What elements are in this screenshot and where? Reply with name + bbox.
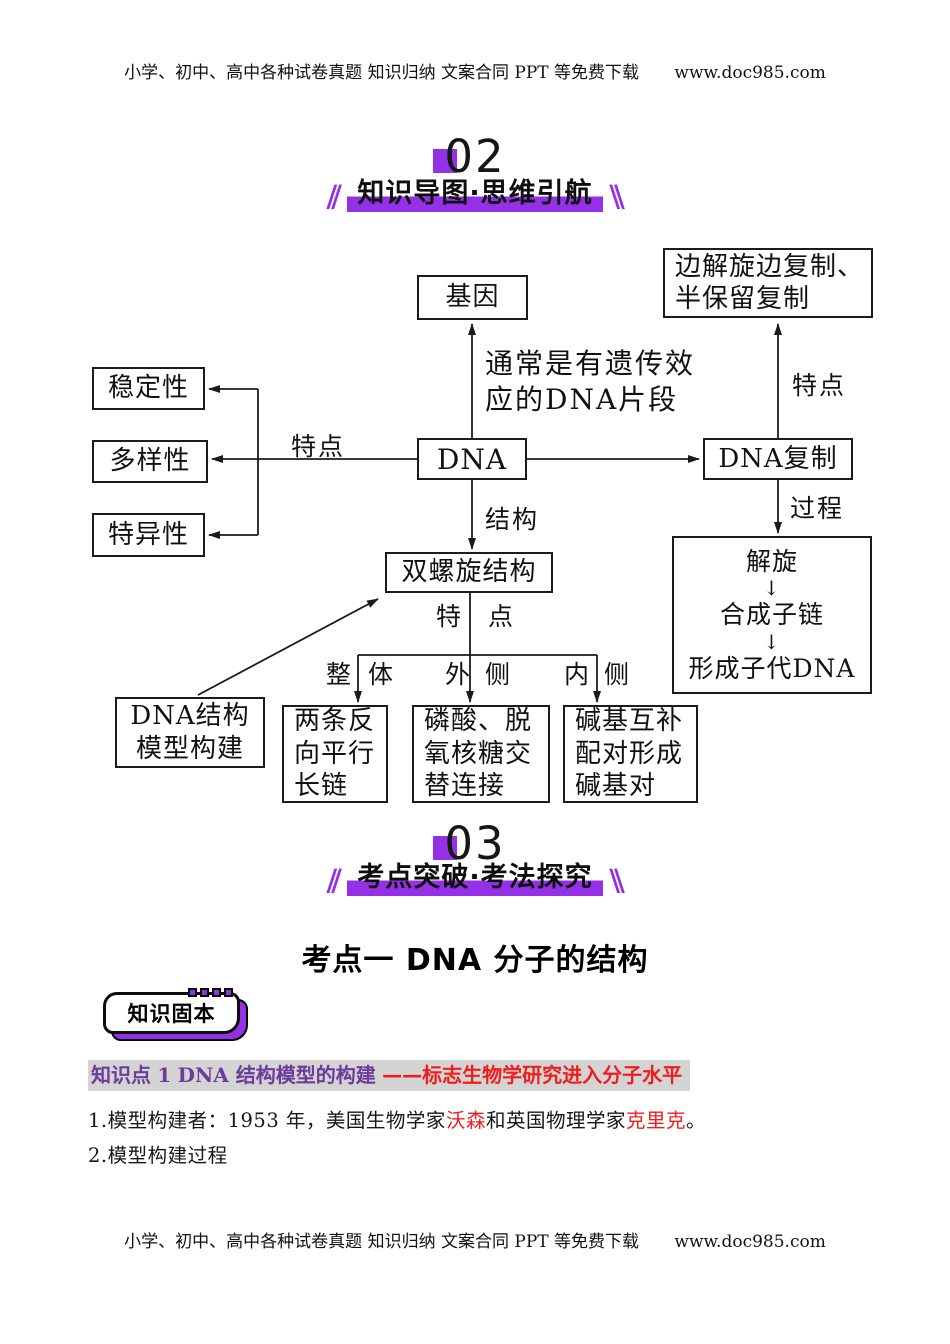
node-gene: 基因 <box>417 275 528 320</box>
process-step-synthesize: 合成子链 <box>719 600 824 630</box>
label-feature-left: 特点 <box>291 432 346 461</box>
label-gene-note: 通常是有遗传效 应的DNA片段 <box>485 347 696 417</box>
node-replication-process: 解旋 ↓ 合成子链 ↓ 形成子代DNA <box>672 536 872 694</box>
connector-lines <box>197 323 782 703</box>
label-process: 过程 <box>790 494 845 523</box>
kp-subtitle: ——标志生物学研究进入分子水平 <box>382 1063 683 1087</box>
down-arrow-icon: ↓ <box>763 576 781 601</box>
badge-label: 知识固本 <box>103 992 240 1034</box>
footer-text: 小学、初中、高中各种试卷真题 知识归纳 文案合同 PPT 等免费下载 <box>124 1232 640 1252</box>
section-title-text: 知识导图·思维引航 <box>347 178 603 212</box>
paragraph-model-process: 2.模型构建过程 <box>88 1144 228 1167</box>
node-antiparallel-chains: 两条反 向平行 长链 <box>282 705 388 803</box>
node-semiconservative: 边解旋边复制、 半保留复制 <box>663 248 873 318</box>
section-02-title: ∥ 知识导图·思维引航 ∥ <box>0 178 950 212</box>
label-feature-right: 特点 <box>792 371 847 400</box>
kp-number: 1 <box>157 1063 172 1087</box>
header-text: 小学、初中、高中各种试卷真题 知识归纳 文案合同 PPT 等免费下载 <box>124 63 640 83</box>
number-accent-square <box>433 149 458 173</box>
text-run-watson: 沃森 <box>445 1109 486 1132</box>
label-char: 外 <box>445 660 471 689</box>
text-run-crick: 克里克 <box>625 1109 686 1132</box>
text-run: 和英国物理学家 <box>485 1109 626 1132</box>
down-arrow-icon: ↓ <box>763 629 781 654</box>
label-char: 侧 <box>604 660 630 689</box>
section-03-number: 03 <box>0 821 950 866</box>
exam-point-title: 考点一 DNA 分子的结构 <box>301 943 649 978</box>
section-number-text: 03 <box>444 817 506 870</box>
text-run: 。 <box>685 1109 706 1132</box>
kp-title: 结构模型的构建 <box>235 1063 376 1087</box>
square-icon <box>188 988 197 997</box>
number-accent-square <box>433 836 458 860</box>
label-outer-side: 外 侧 <box>445 662 510 687</box>
label-char: 侧 <box>485 660 511 689</box>
page-header: 小学、初中、高中各种试卷真题 知识归纳 文案合同 PPT 等免费下载 www.d… <box>0 58 950 83</box>
knowledge-badge: 知识固本 <box>103 988 263 1048</box>
node-base-pairing: 碱基互补 配对形成 碱基对 <box>563 705 698 803</box>
section-02-number: 02 <box>0 134 950 179</box>
node-double-helix: 双螺旋结构 <box>385 552 553 593</box>
node-specificity: 特异性 <box>92 513 205 557</box>
text-run: 1.模型构建者：1953 年，美国生物学家 <box>88 1109 446 1132</box>
process-step-unwind: 解旋 <box>745 547 798 577</box>
label-feature-bottom: 特 点 <box>436 604 513 629</box>
label-char: 内 <box>564 660 590 689</box>
footer-url-link[interactable]: www.doc985.com <box>674 1232 826 1252</box>
badge-squares-icon <box>188 988 233 997</box>
section-title-text: 考点突破·考法探究 <box>347 862 603 896</box>
section-number-text: 02 <box>444 130 506 183</box>
paragraph-model-builders: 1.模型构建者：1953 年，美国生物学家沃森和英国物理学家克里克。 <box>88 1104 706 1133</box>
label-whole: 整 体 <box>326 662 393 687</box>
number-wrap: 02 <box>433 134 505 179</box>
kp-prefix: 知识点 <box>91 1063 151 1087</box>
label-char: 整 <box>326 660 352 689</box>
node-dna: DNA <box>417 438 527 480</box>
slash-mark-icon: ∥ <box>323 181 345 210</box>
section-03-title: ∥ 考点突破·考法探究 ∥ <box>0 862 950 896</box>
knowledge-point-heading: 知识点 1 DNA 结构模型的构建 ——标志生物学研究进入分子水平 <box>88 1060 691 1091</box>
slash-mark-icon: ∥ <box>323 865 345 894</box>
kp-keyword: DNA <box>177 1063 236 1087</box>
square-icon <box>224 988 233 997</box>
label-char: 体 <box>368 660 394 689</box>
square-icon <box>200 988 209 997</box>
node-dna-replication: DNA复制 <box>703 438 853 480</box>
page-footer: 小学、初中、高中各种试卷真题 知识归纳 文案合同 PPT 等免费下载 www.d… <box>0 1227 950 1252</box>
process-step-daughter-dna: 形成子代DNA <box>688 653 856 683</box>
label-char: 点 <box>488 602 514 631</box>
node-model-building: DNA结构 模型构建 <box>115 697 265 768</box>
label-structure: 结构 <box>485 505 540 534</box>
square-icon <box>212 988 221 997</box>
node-diversity: 多样性 <box>92 440 208 483</box>
label-char: 特 <box>436 602 462 631</box>
number-wrap: 03 <box>433 821 505 866</box>
slash-mark-icon: ∥ <box>605 181 627 210</box>
slash-mark-icon: ∥ <box>605 865 627 894</box>
node-phosphate-backbone: 磷酸、脱 氧核糖交 替连接 <box>412 705 550 803</box>
header-url-link[interactable]: www.doc985.com <box>674 63 826 83</box>
label-inner-side: 内 侧 <box>564 662 629 687</box>
node-stability: 稳定性 <box>92 367 205 410</box>
concept-map: 基因 边解旋边复制、 半保留复制 稳定性 多样性 特异性 DNA DNA复制 双… <box>0 240 950 830</box>
